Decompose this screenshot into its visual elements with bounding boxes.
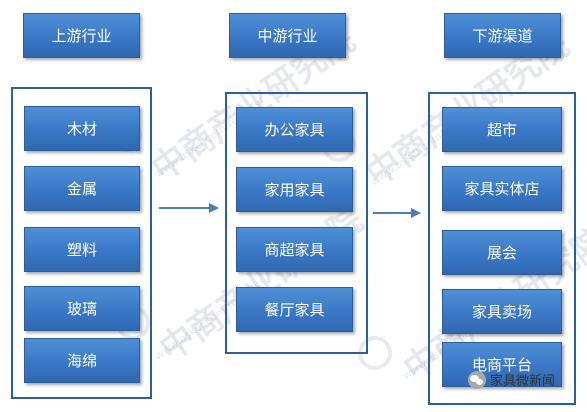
downstream-item: 电商平台	[442, 342, 562, 387]
brand-badge: 家具微新闻	[468, 370, 555, 389]
downstream-item: 展会	[442, 230, 562, 275]
upstream-item: 金属	[24, 166, 140, 211]
arrow-midstream-to-downstream	[373, 208, 421, 218]
midstream-item: 餐厅家具	[236, 287, 353, 332]
upstream-group-frame	[11, 87, 152, 399]
midstream-item: 商超家具	[236, 227, 353, 272]
downstream-item: 超市	[442, 107, 562, 152]
midstream-item: 家用家具	[236, 167, 353, 212]
downstream-item: 家具卖场	[442, 289, 562, 334]
brand-label: 家具微新闻	[490, 374, 556, 389]
upstream-item: 玻璃	[24, 286, 140, 331]
midstream-group-frame	[225, 92, 368, 354]
downstream-item: 家具实体店	[442, 166, 562, 211]
upstream-item: 海绵	[24, 338, 140, 383]
upstream-item: 木材	[24, 106, 140, 151]
midstream-item: 办公家具	[236, 107, 353, 152]
downstream-group-frame	[428, 92, 576, 405]
wechat-icon	[468, 370, 486, 389]
header-midstream: 中游行业	[229, 13, 346, 58]
arrow-upstream-to-midstream	[159, 203, 219, 213]
header-downstream: 下游渠道	[444, 13, 561, 58]
upstream-item: 塑料	[24, 227, 140, 272]
header-upstream: 上游行业	[23, 13, 140, 58]
